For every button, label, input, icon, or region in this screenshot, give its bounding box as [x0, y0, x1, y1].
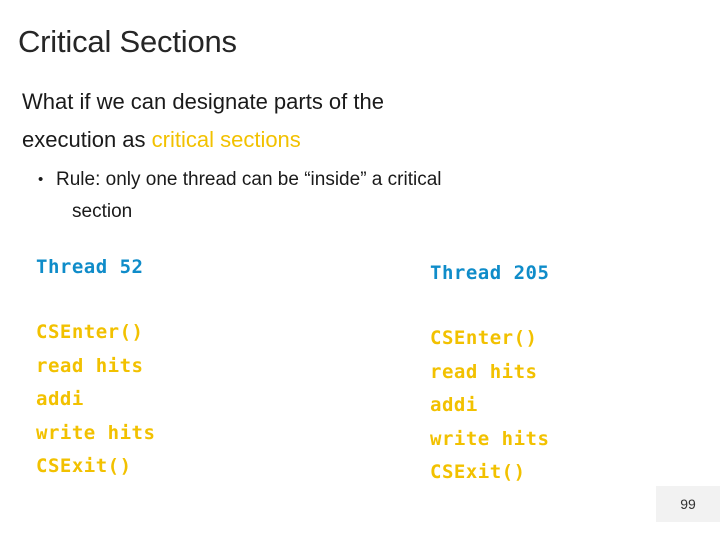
code-line: CSExit() [430, 461, 526, 483]
thread-heading-left: Thread 52 [36, 256, 144, 278]
intro-line-2-highlight: critical sections [151, 127, 301, 152]
bullet-item: • Rule: only one thread can be “inside” a… [38, 164, 678, 228]
code-line: CSEnter() [430, 327, 538, 349]
thread-column-right: Thread 205 CSEnter() read hits addi writ… [430, 262, 710, 490]
code-line: addi [36, 388, 84, 410]
intro-line-1: What if we can designate parts of the [22, 89, 384, 114]
bullet-marker-icon: • [38, 171, 44, 188]
intro-line-2-prefix: execution as [22, 127, 152, 152]
intro-line-2: execution as critical sections [22, 126, 301, 154]
thread-heading-right: Thread 205 [430, 262, 550, 284]
code-line: read hits [430, 360, 538, 383]
page-number-container: 99 [656, 486, 720, 522]
thread-column-left: Thread 52 CSEnter() read hits addi write… [36, 256, 376, 484]
bullet-text-line-2: section [72, 201, 133, 222]
bullet-text: Rule: only one thread can be “inside” a … [56, 164, 656, 228]
page-number: 99 [680, 496, 696, 512]
bullet-text-line-1: Rule: only one thread can be “inside” a … [56, 169, 442, 190]
code-line: write hits [36, 421, 156, 444]
thread-code-left: CSEnter() read hits addi write hits CSEx… [36, 316, 376, 484]
code-line: CSExit() [36, 455, 132, 477]
code-line: read hits [36, 354, 144, 377]
thread-code-right: CSEnter() read hits addi write hits CSEx… [430, 322, 710, 490]
code-line: addi [430, 394, 478, 416]
page-title: Critical Sections [18, 24, 237, 59]
code-line: write hits [430, 427, 550, 450]
code-line: CSEnter() [36, 321, 144, 343]
